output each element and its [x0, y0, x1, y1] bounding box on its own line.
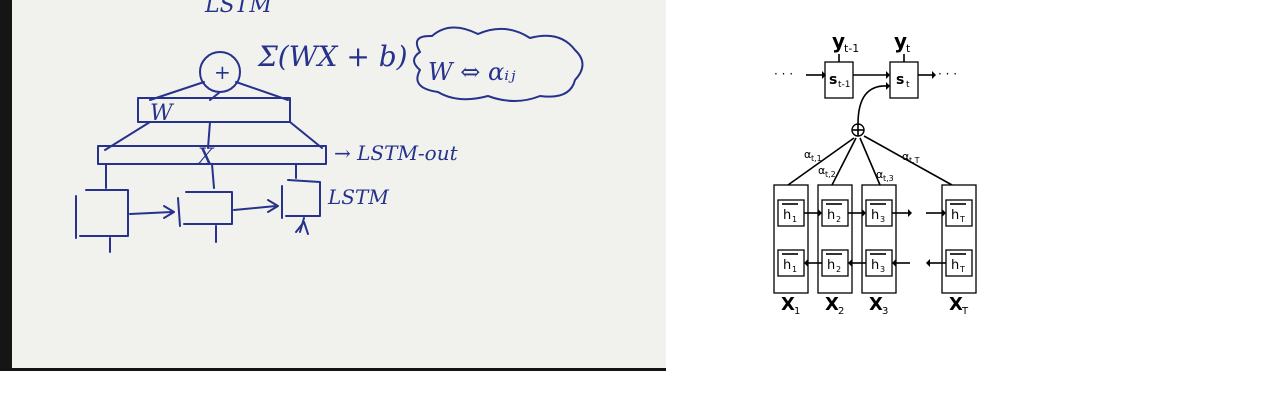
output-y-t: y: [894, 29, 907, 53]
output-y-t-sub: t: [906, 42, 911, 55]
arrowhead: [848, 259, 852, 267]
input-x1-sub: 1: [794, 306, 800, 317]
state-s-t-minus-1: s: [829, 72, 837, 88]
arrowhead: [886, 82, 890, 90]
alpha-t3: α: [876, 168, 883, 181]
backward-h1: h: [783, 258, 791, 273]
ellipsis-right: · · ·: [938, 67, 957, 81]
arrowhead: [804, 259, 808, 267]
cloud-text: W ⇔ αᵢⱼ: [428, 58, 516, 86]
forward-h3-sub: 3: [880, 215, 885, 224]
cell-arrow-2: [233, 199, 279, 213]
context-curve: [857, 85, 889, 125]
lstm-cell-2: [177, 191, 233, 227]
lstm-out-label: → LSTM-out: [334, 141, 459, 165]
cell-connector-lines: [105, 163, 297, 189]
handwritten-sketch: LSTM + Σ(WX + b) W ⇔ αᵢⱼ W X → LSTM-out …: [75, 0, 584, 253]
alpha-t1-sub: t,1: [811, 154, 822, 163]
input-x3-sub: 3: [882, 306, 888, 317]
forward-h1: h: [783, 208, 791, 223]
arrowhead: [886, 71, 890, 79]
lstm-cell-1: [75, 189, 129, 239]
state-s-t: s: [896, 72, 904, 88]
arrowhead: [908, 209, 912, 217]
weight-label: W: [150, 101, 175, 126]
state-box-t-minus-1: [824, 61, 854, 99]
arrowhead: [818, 209, 822, 217]
arrowhead: [892, 259, 896, 267]
alpha-tT-sub: t,T: [909, 156, 920, 165]
backward-hT-sub: T: [959, 265, 965, 274]
arrowhead: [862, 209, 866, 217]
input-x2-sub: 2: [838, 306, 844, 317]
backward-h3: h: [871, 258, 879, 273]
arrowhead: [932, 71, 936, 79]
state-s-t-sub: t: [906, 80, 910, 90]
arrowhead: [926, 259, 930, 267]
forward-hT-sub: T: [959, 215, 965, 224]
attention-line-3: [859, 137, 881, 186]
sum-plus-sign: +: [214, 60, 231, 84]
alpha-t2: α: [818, 164, 825, 177]
backward-hT: h: [951, 258, 959, 273]
lstm-label: LSTM: [327, 185, 389, 209]
input-xT: X: [949, 294, 963, 315]
backward-h2: h: [827, 258, 835, 273]
state-box-t: [889, 61, 919, 99]
arrowhead: [822, 71, 826, 79]
forward-h3: h: [871, 208, 879, 223]
input-xT-sub: T: [961, 306, 969, 317]
forward-hT: h: [951, 208, 959, 223]
gate-x: X: [196, 145, 215, 170]
state-s-t-minus-1-sub: t-1: [838, 80, 851, 90]
backward-h1-sub: 1: [792, 265, 797, 274]
sketch-title-partial: LSTM: [204, 0, 272, 18]
ellipsis-left: · · ·: [774, 67, 793, 81]
attention-line-T: [863, 135, 953, 186]
output-y-t-minus-1: y: [832, 29, 845, 53]
lstm-cell-3: [281, 179, 321, 219]
backward-h3-sub: 3: [880, 265, 885, 274]
thought-cloud: [413, 26, 584, 102]
alpha-t1: α: [804, 148, 811, 161]
forward-h1-sub: 1: [792, 215, 797, 224]
arrowhead: [942, 209, 946, 217]
alpha-tT: α: [902, 150, 909, 163]
whiteboard-photo: LSTM + Σ(WX + b) W ⇔ αᵢⱼ W X → LSTM-out …: [0, 0, 666, 371]
forward-h2: h: [827, 208, 835, 223]
attention-line-1: [787, 137, 855, 186]
output-y-t-minus-1-sub: t-1: [844, 42, 859, 55]
attention-line-2: [831, 137, 857, 186]
weight-box: [137, 97, 291, 123]
attention-diagram: y t-1 y t s t-1 s t · · · · · · α t,1 α …: [773, 29, 977, 317]
cell-arrow-1: [129, 205, 175, 219]
input-x2: X: [825, 294, 839, 315]
input-x3: X: [869, 294, 883, 315]
cell-3-input-arrow: [295, 221, 309, 235]
alpha-t2-sub: t,2: [825, 170, 836, 179]
alpha-t3-sub: t,3: [883, 174, 894, 183]
input-x1: X: [781, 294, 795, 315]
backward-h2-sub: 2: [836, 265, 841, 274]
forward-h2-sub: 2: [836, 215, 841, 224]
sum-formula: Σ(WX + b): [257, 40, 408, 73]
